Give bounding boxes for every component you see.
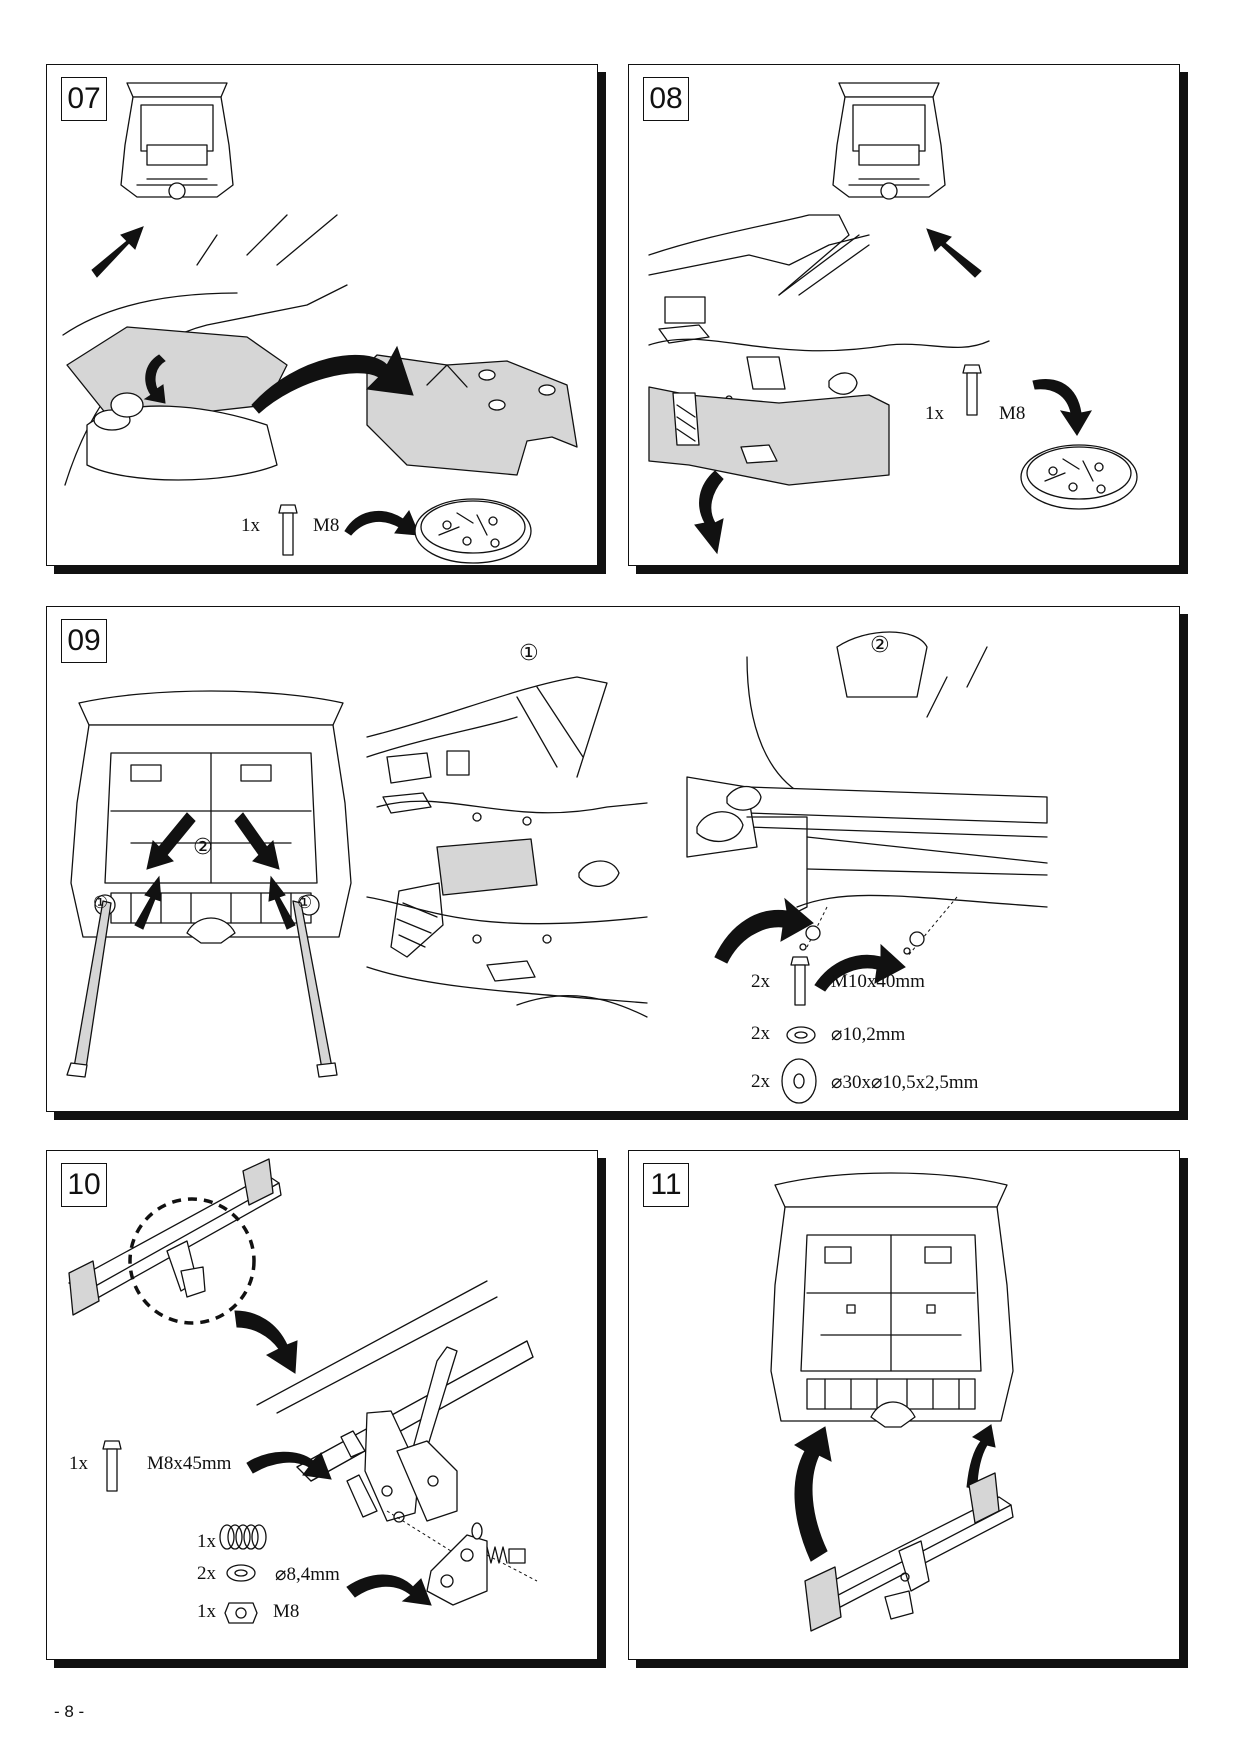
part-spec: M8	[313, 515, 340, 536]
arrow-icon	[1032, 379, 1092, 436]
washer-icon	[226, 1564, 256, 1582]
arrow-icon	[91, 226, 144, 278]
part-spec: ⌀10,2mm	[831, 1024, 906, 1045]
part-spec: M8	[999, 403, 1026, 424]
car-rear-icon	[770, 1172, 1014, 1428]
hardware-tray-icon	[1020, 444, 1138, 510]
spring-icon	[486, 1546, 508, 1564]
arrow-icon	[134, 875, 162, 930]
bolt-icon	[278, 504, 298, 556]
arrow-icon	[714, 897, 814, 964]
arrow-icon	[344, 510, 420, 536]
arrow-icon	[346, 1574, 432, 1606]
part-qty: 1x	[69, 1453, 88, 1474]
step-10-panel: 10	[46, 1150, 598, 1660]
part-qty: 2x	[197, 1563, 216, 1584]
callout-2: ②	[870, 633, 890, 658]
step-11-illustration	[770, 1172, 1014, 1632]
hardware-tray-icon	[414, 498, 532, 564]
arrow-icon	[146, 812, 196, 870]
step-07-illustration	[62, 82, 578, 564]
step-09-panel: 09	[46, 606, 1180, 1112]
callout-1-left: ①	[93, 893, 109, 913]
bolt-icon	[962, 364, 982, 416]
step-08-illustration	[648, 82, 1138, 555]
page-number: - 8 -	[54, 1702, 85, 1721]
part-spec: ⌀8,4mm	[275, 1564, 340, 1585]
arrow-icon	[814, 943, 906, 992]
callout-1-right: ①	[297, 893, 313, 913]
step-number: 09	[61, 619, 107, 663]
step-09-illustration	[66, 631, 1048, 1104]
step-number: 08	[643, 77, 689, 121]
step-number: 07	[61, 77, 107, 121]
bolt-icon	[790, 956, 810, 1006]
part-spec: ⌀30x⌀10,5x2,5mm	[831, 1072, 979, 1093]
part-spec: M8x45mm	[147, 1453, 232, 1474]
arrow-icon	[794, 1426, 832, 1562]
callout-2-on-car: ②	[193, 835, 213, 860]
part-qty: 2x	[751, 1071, 770, 1092]
step-10-illustration	[68, 1158, 538, 1624]
bolt-icon	[102, 1440, 122, 1492]
arrow-icon	[268, 875, 296, 930]
washer-icon	[786, 1026, 816, 1044]
step-07-panel: 07	[46, 64, 598, 566]
tow-bar-icon	[804, 1472, 1014, 1632]
part-qty: 1x	[197, 1601, 216, 1622]
part-qty: 1x	[241, 515, 260, 536]
part-qty: 2x	[751, 1023, 770, 1044]
arrow-icon	[246, 1451, 332, 1480]
step-08-panel: 08	[628, 64, 1180, 566]
arrow-icon	[694, 470, 724, 555]
step-number: 11	[643, 1163, 689, 1207]
part-qty: 1x	[197, 1531, 216, 1552]
part-qty: 1x	[925, 403, 944, 424]
part-spec: M10x40mm	[831, 971, 925, 992]
step-number: 10	[61, 1163, 107, 1207]
callout-1: ①	[519, 641, 539, 666]
step-11-panel: 11	[628, 1150, 1180, 1660]
car-rear-icon	[832, 82, 946, 200]
car-rear-icon	[120, 82, 234, 200]
part-qty: 2x	[751, 971, 770, 992]
large-washer-icon	[781, 1058, 817, 1104]
arrow-icon	[143, 354, 166, 404]
nut-icon	[224, 1602, 258, 1624]
spring-icon	[219, 1524, 267, 1550]
arrow-icon	[234, 1310, 298, 1374]
arrow-icon	[966, 1424, 996, 1490]
arrow-icon	[251, 345, 414, 414]
arrow-icon	[234, 812, 280, 870]
tow-bar-icon	[68, 1158, 282, 1316]
arrow-icon	[926, 228, 982, 278]
part-spec: M8	[273, 1601, 300, 1622]
